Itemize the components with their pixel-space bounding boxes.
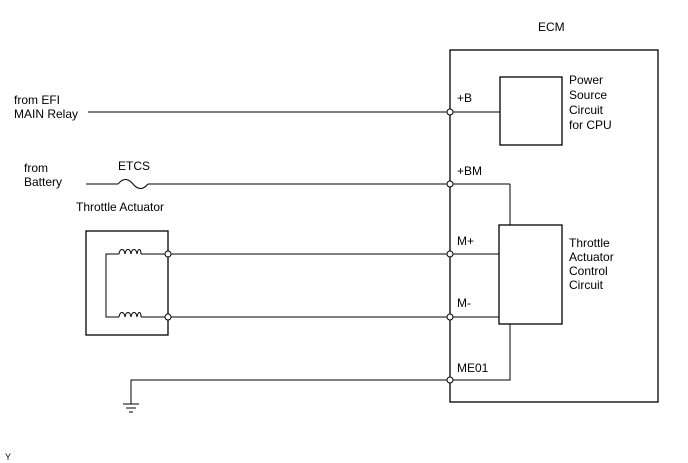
power-source-circuit-label: Power Source Circuit for CPU: [569, 73, 612, 132]
actuator-terminal-upper: [164, 250, 172, 258]
etcs-fuse: [117, 179, 149, 189]
motor-internal-wiring: [105, 253, 168, 318]
terminal-b: [446, 108, 454, 116]
terminal-m-minus-label: M-: [457, 296, 471, 310]
terminal-bm-label: +BM: [457, 164, 482, 178]
terminal-m-minus: [446, 313, 454, 321]
throttle-control-circuit-box: [498, 224, 563, 325]
terminal-m-plus-label: M+: [457, 234, 474, 248]
corner-mark: Y: [5, 452, 11, 462]
efi-relay-label: from EFI MAIN Relay: [14, 93, 78, 121]
battery-label: from Battery: [24, 161, 62, 189]
throttle-actuator-label: Throttle Actuator: [76, 200, 164, 214]
motor-coil-lower: [118, 312, 142, 318]
terminal-me01-label: ME01: [457, 361, 489, 375]
etcs-fuse-label: ETCS: [118, 159, 150, 173]
terminal-b-label: +B: [457, 91, 472, 105]
motor-coil-upper: [118, 249, 142, 255]
me01-wire: [130, 324, 511, 404]
throttle-control-circuit-label: Throttle Actuator Control Circuit: [569, 236, 617, 292]
terminal-bm: [446, 180, 454, 188]
ecm-label: ECM: [538, 20, 565, 34]
terminal-m-plus: [446, 250, 454, 258]
terminal-me01: [446, 376, 454, 384]
ground-icon: [123, 403, 139, 413]
throttle-actuator-box: [85, 230, 169, 336]
power-source-circuit-box: [499, 76, 563, 146]
actuator-terminal-lower: [164, 313, 172, 321]
